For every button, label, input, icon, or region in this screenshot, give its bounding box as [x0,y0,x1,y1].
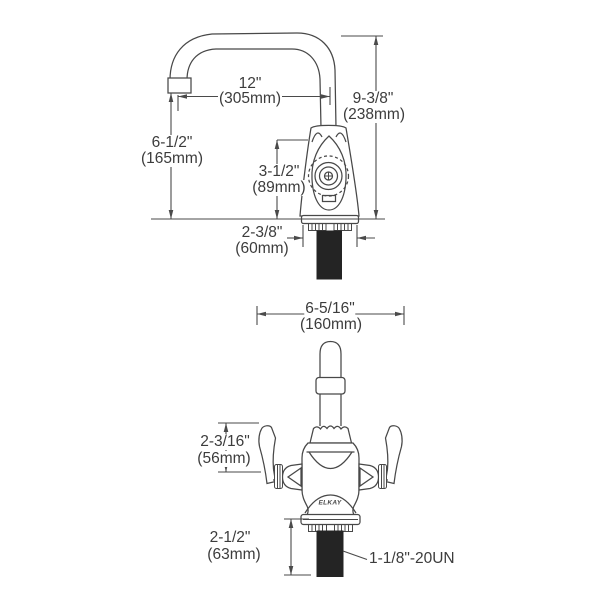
valve-bonnet-left [281,463,303,491]
brand-logo: ELKAY [318,499,342,507]
label-shank-thread: 1-1/8"-20UN [368,550,456,567]
bonnet-nut-left [274,464,283,489]
handle-dial-outer-ring [314,161,343,191]
label-base-width-imperial: 2-3/8" [240,224,284,241]
handle-screw [323,171,334,181]
threaded-shank-side [316,230,342,280]
label-overall-width-metric: (160mm) [298,316,364,333]
label-shank-length-imperial: 2-1/2" [208,529,252,546]
dimensions-side-view [151,35,385,247]
label-shank-length-metric: (63mm) [206,546,262,563]
valve-bonnet-right [358,463,380,491]
body-curve-lower [304,494,357,514]
spout-collar-band [315,376,346,395]
spout-inner-curve [186,48,322,129]
spout-tube-lower [319,394,342,426]
side-view [167,32,360,280]
label-overall-height-metric: (238mm) [341,106,407,123]
bonnet-nut-right [378,464,387,489]
body-curve-upper [308,451,353,469]
handle-dial-inner-ring [318,166,339,186]
label-body-height-imperial: 3-1/2" [257,163,301,180]
label-overall-width-imperial: 6-5/16" [304,300,356,317]
spout-base-scallop [309,425,353,444]
label-handle-length-imperial: 2-3/16" [199,433,251,450]
label-spout-reach-imperial: 12" [237,75,263,92]
label-spout-reach-metric: (305mm) [217,90,283,107]
handle-lever-right [384,425,403,485]
lock-washer-front [308,524,353,532]
leader-line-thread [342,550,368,561]
label-base-width-metric: (60mm) [234,240,290,257]
handle-lever-left [258,425,277,485]
arrowheads-side [168,36,379,241]
handle-tab [321,194,337,203]
spout-outer-curve [169,32,337,129]
handle-silhouette-right [335,132,347,143]
handle-screw-cross [325,172,332,180]
label-spout-outlet-height-metric: (165mm) [139,150,205,167]
aerator-tip [167,77,192,94]
front-view [258,340,403,577]
handle-dial-dashed-ring [307,155,350,197]
label-body-height-metric: (89mm) [251,179,307,196]
label-handle-length-metric: (56mm) [196,450,252,467]
bonnet-cone-left [286,466,302,488]
spout-front [319,340,342,378]
handle-silhouette-left [311,132,323,143]
threaded-shank-front [316,530,344,577]
lock-washer-side [308,223,352,231]
label-spout-outlet-height-imperial: 6-1/2" [150,134,194,151]
bonnet-cone-right [359,466,375,488]
label-overall-height-imperial: 9-3/8" [351,90,395,107]
